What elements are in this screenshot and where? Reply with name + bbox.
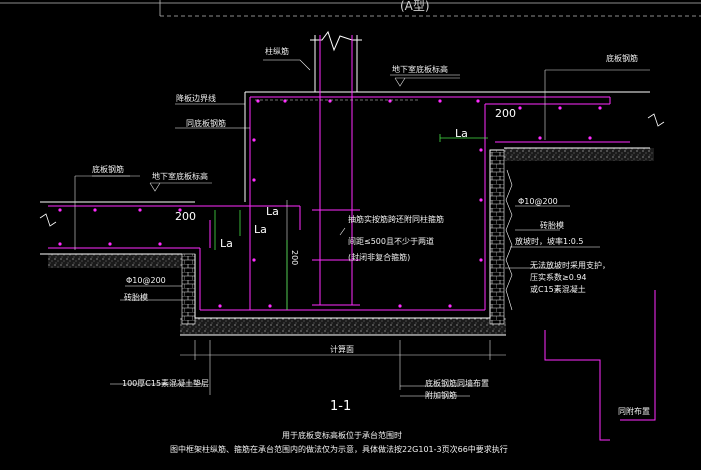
basement-level-right-label: 地下室底板标高 [392, 65, 448, 74]
caption-line-2: 图中框架柱纵筋、箍筋在承台范围内的做法仅为示意，具体做法按22G101-3页次6… [170, 445, 508, 454]
basement-level-left-label: 地下室底板标高 [152, 172, 208, 181]
dim-200-left: 200 [175, 210, 196, 223]
brick-left-label: 砖胎模 [124, 293, 148, 302]
caption-line-1: 用于底板变标高板位于承台范围时 [282, 431, 402, 440]
bottom-bar-mark: 底板钢筋同墙布置 [425, 379, 489, 388]
note-backfill-3: 或C15素混凝土 [530, 285, 586, 294]
column-bar-label: 柱纵筋 [265, 47, 289, 56]
la-label-mid-2: La [254, 223, 267, 236]
same-bottom-plate-bar-label: 同底板钢筋 [186, 119, 226, 128]
dim-200-right: 200 [495, 107, 516, 120]
frame-lines [0, 0, 701, 17]
slope-lines [505, 169, 513, 311]
header-title-fragment: (A型) [400, 0, 430, 13]
note-spacing-1: 间距≤500且不少于两道 [348, 237, 434, 246]
descending-slab-line-label: 降板边界线 [176, 94, 216, 103]
brick-right-label: 砖胎模 [540, 221, 564, 230]
note-slope: 放坡时，坡率1:0.5 [515, 237, 584, 246]
bottom-plate-bar-left-label: 底板钢筋 [92, 165, 124, 174]
calc-width-label: 计算面 [330, 345, 354, 354]
rebar-lines [48, 35, 630, 311]
concrete-outline [40, 30, 650, 336]
cross-section-label: 同附布置 [618, 407, 650, 416]
bottom-plate-bar-right-label: 底板钢筋 [606, 54, 638, 63]
la-label-mid-1: La [266, 205, 279, 218]
break-marks [39, 113, 665, 227]
la-dimensions [214, 134, 488, 310]
phi10-left-label: Φ10@200 [126, 276, 166, 285]
note-add-bars: 抽筋实按筋跨还附同柱箍筋 [348, 215, 444, 224]
section-title: 1-1 [330, 399, 352, 414]
la-label-lower: La [220, 237, 233, 250]
la-label-upper: La [455, 127, 468, 140]
bottom-bar-mark-2: 附加钢筋 [425, 391, 457, 400]
note-spacing-2: (封闭非复合箍筋) [348, 253, 411, 262]
dim-bottom-right: 200 [290, 250, 299, 266]
ref-detail [544, 290, 656, 441]
note-backfill-1: 无法放坡时采用支护， [530, 261, 610, 270]
note-backfill-2: 压实系数≥0.94 [530, 273, 587, 282]
cushion-label: 100厚C15素混凝土垫层 [122, 379, 210, 388]
phi10-right-label: Φ10@200 [518, 197, 558, 206]
soil-strips [48, 148, 654, 335]
dimension-lines [74, 69, 650, 395]
leader-lines [92, 59, 600, 397]
